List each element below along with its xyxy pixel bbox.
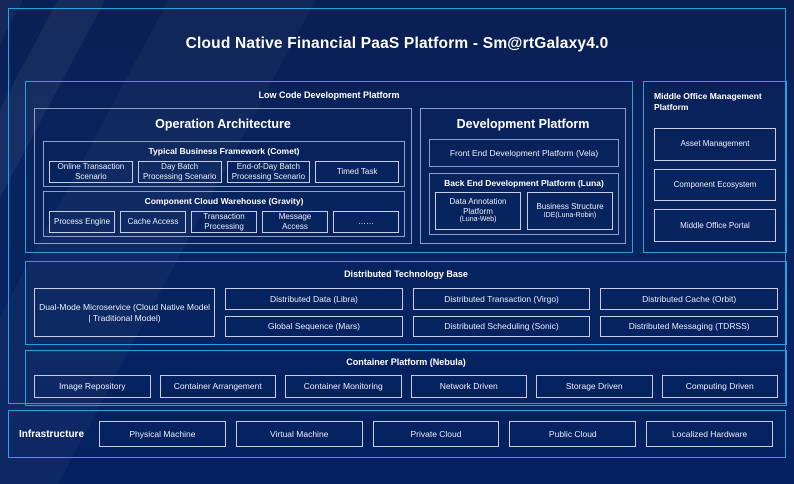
chip-label-sub: (Luna-Web)	[459, 216, 497, 224]
chip-timed-task[interactable]: Timed Task	[315, 161, 399, 183]
chip-storage-driven[interactable]: Storage Driven	[536, 375, 653, 398]
section-infrastructure: Infrastructure Physical Machine Virtual …	[8, 410, 786, 458]
chip-container-arrangement[interactable]: Container Arrangement	[159, 375, 276, 398]
chip-container-monitoring[interactable]: Container Monitoring	[285, 375, 402, 398]
chip-business-structure-ide[interactable]: Business Structure IDE(Luna-Robin)	[527, 192, 613, 230]
infrastructure-item-row: Physical Machine Virtual Machine Private…	[99, 421, 773, 447]
chip-computing-driven[interactable]: Computing Driven	[661, 375, 778, 398]
container-platform-item-row: Image Repository Container Arrangement C…	[34, 375, 778, 398]
section-middle-office-management-platform: Middle Office Management Platform Asset …	[643, 81, 787, 253]
chip-cache-access[interactable]: Cache Access	[120, 211, 186, 233]
section-container-platform: Container Platform (Nebula) Image Reposi…	[25, 350, 787, 406]
group-component-cloud-warehouse: Component Cloud Warehouse (Gravity) Proc…	[43, 191, 405, 237]
chip-distributed-cache[interactable]: Distributed Cache (Orbit)	[600, 288, 778, 310]
chip-label-main: Data Annotation Platform	[449, 196, 507, 216]
chip-asset-management[interactable]: Asset Management	[654, 128, 776, 161]
chip-public-cloud[interactable]: Public Cloud	[509, 421, 637, 447]
section-title-middle-office: Middle Office Management Platform	[654, 91, 762, 113]
chip-physical-machine[interactable]: Physical Machine	[99, 421, 226, 447]
chip-component-ecosystem[interactable]: Component Ecosystem	[654, 168, 776, 202]
chip-distributed-transaction[interactable]: Distributed Transaction (Virgo)	[412, 288, 591, 310]
page-title: Cloud Native Financial PaaS Platform - S…	[185, 35, 609, 52]
comet-item-row: Online Transaction Scenario Day Batch Pr…	[49, 161, 399, 183]
chip-private-cloud[interactable]: Private Cloud	[372, 421, 500, 447]
infrastructure-label: Infrastructure	[19, 428, 85, 440]
chip-virtual-machine[interactable]: Virtual Machine	[235, 421, 363, 447]
chip-distributed-scheduling[interactable]: Distributed Scheduling (Sonic)	[412, 315, 591, 337]
subsection-development-platform: Development Platform Front End Developme…	[420, 108, 626, 244]
section-title-distributed-technology-base: Distributed Technology Base	[344, 269, 468, 279]
section-low-code-development-platform: Low Code Development Platform Operation …	[25, 81, 633, 253]
section-distributed-technology-base: Distributed Technology Base Dual-Mode Mi…	[25, 261, 787, 345]
group-title-luna: Back End Development Platform (Luna)	[444, 178, 604, 188]
chip-localized-hardware[interactable]: Localized Hardware	[646, 421, 773, 447]
chip-more-ellipsis[interactable]: ……	[333, 211, 399, 233]
subsection-operation-architecture: Operation Architecture Typical Business …	[34, 108, 412, 244]
group-title-gravity: Component Cloud Warehouse (Gravity)	[144, 196, 304, 206]
chip-end-of-day-batch-processing-scenario[interactable]: End-of-Day Batch Processing Scenario	[226, 161, 311, 183]
subsection-title-operation-architecture: Operation Architecture	[155, 117, 291, 131]
section-title-low-code: Low Code Development Platform	[258, 90, 400, 100]
gravity-item-row: Process Engine Cache Access Transaction …	[49, 211, 399, 233]
group-front-end-development-platform[interactable]: Front End Development Platform (Vela)	[429, 139, 619, 167]
chip-day-batch-processing-scenario[interactable]: Day Batch Processing Scenario	[137, 161, 222, 183]
chip-dual-mode-microservice[interactable]: Dual-Mode Microservice (Cloud Native Mod…	[34, 288, 216, 337]
middle-office-item-list: Asset Management Component Ecosystem Mid…	[654, 128, 776, 243]
chip-label-sub: IDE(Luna-Robin)	[543, 211, 597, 219]
chip-image-repository[interactable]: Image Repository	[34, 375, 151, 398]
group-typical-business-framework: Typical Business Framework (Comet) Onlin…	[43, 141, 405, 187]
chip-label-main: Business Structure	[536, 201, 604, 211]
chip-online-transaction-scenario[interactable]: Online Transaction Scenario	[49, 161, 133, 183]
chip-network-driven[interactable]: Network Driven	[410, 375, 527, 398]
chip-data-annotation-platform[interactable]: Data Annotation Platform (Luna-Web)	[435, 192, 521, 230]
platform-frame: Cloud Native Financial PaaS Platform - S…	[8, 8, 787, 406]
chip-transaction-processing[interactable]: Transaction Processing	[191, 211, 257, 233]
chip-distributed-data[interactable]: Distributed Data (Libra)	[225, 288, 403, 310]
chip-global-sequence[interactable]: Global Sequence (Mars)	[225, 315, 403, 337]
chip-process-engine[interactable]: Process Engine	[49, 211, 115, 233]
chip-message-access[interactable]: Message Access	[262, 211, 328, 233]
group-back-end-development-platform: Back End Development Platform (Luna) Dat…	[429, 173, 619, 235]
group-title-comet: Typical Business Framework (Comet)	[148, 146, 300, 156]
luna-item-row: Data Annotation Platform (Luna-Web) Busi…	[435, 192, 613, 230]
chip-middle-office-portal[interactable]: Middle Office Portal	[654, 209, 776, 243]
distributed-base-grid: Dual-Mode Microservice (Cloud Native Mod…	[34, 288, 778, 337]
subsection-title-development-platform: Development Platform	[456, 117, 590, 131]
group-title-vela: Front End Development Platform (Vela)	[449, 148, 599, 158]
chip-distributed-messaging[interactable]: Distributed Messaging (TDRSS)	[600, 315, 778, 337]
section-title-container-platform: Container Platform (Nebula)	[346, 357, 466, 367]
